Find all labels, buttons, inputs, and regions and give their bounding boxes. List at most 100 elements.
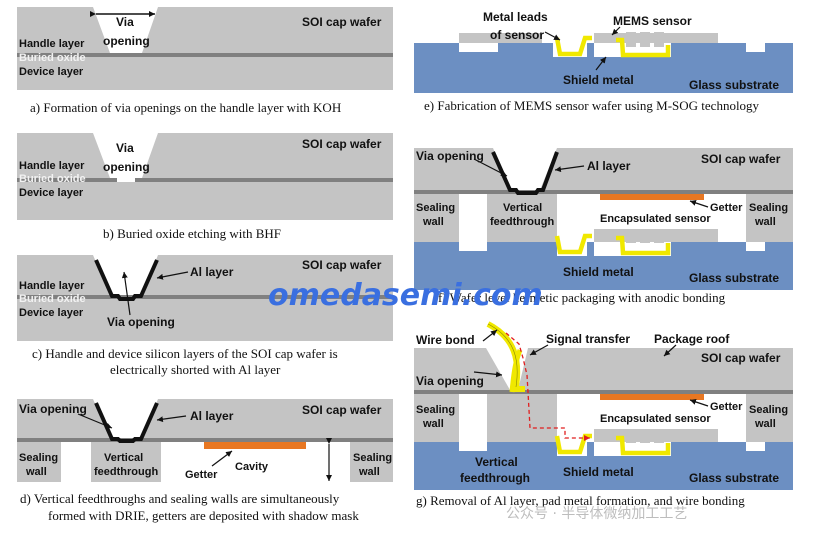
sensor-comb: [640, 229, 650, 243]
feedthrough-label-line1: Vertical: [104, 452, 143, 464]
wafer-label: SOI cap wafer: [701, 152, 781, 166]
encapsulated-sensor-label: Encapsulated sensor: [600, 413, 711, 425]
mems-sensor-label: MEMS sensor: [613, 14, 692, 28]
wafer-label: SOI cap wafer: [302, 137, 382, 151]
sealing-wall-left: [17, 442, 61, 482]
glass-substrate: [414, 242, 793, 290]
al-layer-arrow: [554, 165, 585, 173]
caption-f: f) Wafer level hermetic packaging with a…: [438, 290, 726, 305]
wire-bond-arrow: [482, 329, 498, 342]
encapsulated-sensor-label: Encapsulated sensor: [600, 213, 711, 225]
sealing-wall-right: [350, 442, 393, 482]
glass-substrate-label: Glass substrate: [689, 471, 779, 485]
shield-metal-label: Shield metal: [563, 265, 634, 279]
sealing-wall-right-label-line1: Sealing: [749, 404, 788, 416]
panel-e: Metal leads of sensor MEMS sensor Shield…: [414, 10, 793, 113]
getter-label: Getter: [710, 202, 743, 214]
handle-layer-label: Handle layer: [19, 160, 85, 172]
getter-label: Getter: [185, 469, 218, 481]
via-opening-arrow: [77, 413, 113, 429]
handle-layer: [17, 399, 393, 438]
shield-metal: [616, 37, 671, 58]
sealing-wall-right: [746, 394, 793, 442]
feedthrough-label-line1: Vertical: [503, 202, 542, 214]
glass-substrate: [414, 442, 793, 490]
shield-metal: [616, 435, 671, 456]
feedthrough-label-line1: Vertical: [475, 455, 518, 469]
getter-arrow: [211, 450, 233, 467]
al-layer-arrow: [156, 415, 187, 423]
caption-d-line2: formed with DRIE, getters are deposited …: [48, 508, 359, 523]
device-layer-label: Device layer: [19, 187, 84, 199]
wire-bond-label: Wire bond: [416, 333, 475, 347]
caption-d-line1: d) Vertical feedthroughs and sealing wal…: [20, 491, 340, 506]
via-opening-label: Via opening: [19, 402, 87, 416]
al-layer: [94, 259, 159, 301]
al-layer: [94, 402, 159, 443]
buried-oxide: [135, 178, 393, 182]
panel-a: Via opening Handle layer Buried oxide De…: [17, 7, 393, 115]
wafer-label: SOI cap wafer: [302, 15, 382, 29]
buried-oxide-label: Buried oxide: [19, 52, 86, 64]
via-opening-label-line2: opening: [103, 34, 150, 48]
buried-oxide-label: Buried oxide: [19, 293, 86, 305]
sealing-wall-right-label-line1: Sealing: [353, 452, 392, 464]
caption-c-line2: electrically shorted with Al layer: [110, 362, 281, 377]
caption-e: e) Fabrication of MEMS sensor wafer usin…: [424, 98, 760, 113]
metal-lead-left: [554, 35, 592, 57]
signal-transfer-path: [505, 332, 590, 441]
buried-oxide: [414, 190, 793, 194]
wafer-label: SOI cap wafer: [302, 258, 382, 272]
watermark-subtext: 公众号 · 半导体微纳加工工艺: [506, 506, 687, 522]
sealing-wall-left-label-line1: Sealing: [416, 404, 455, 416]
buried-oxide: [17, 295, 393, 299]
sealing-wall-right: [746, 194, 793, 242]
sealing-wall-right-label-line2: wall: [754, 418, 776, 430]
caption-a: a) Formation of via openings on the hand…: [30, 100, 341, 115]
shield-metal: [616, 235, 671, 256]
sealing-wall-left: [414, 394, 459, 442]
signal-transfer-label: Signal transfer: [546, 332, 630, 346]
getter-arrow: [689, 399, 709, 407]
cavity-label: Cavity: [235, 461, 269, 473]
watermark-text: omedasemi.com: [268, 278, 543, 313]
metal-leads-arrow: [544, 31, 561, 41]
caption-g: g) Removal of Al layer, pad metal format…: [416, 493, 745, 508]
getter-strip: [600, 194, 704, 200]
metal-leads-label-line2: of sensor: [490, 28, 544, 42]
via-opening-arrow: [473, 371, 503, 378]
sealing-wall-left-label-line1: Sealing: [19, 452, 58, 464]
al-layer-label: Al layer: [190, 265, 234, 279]
via-opening-arrow: [473, 158, 508, 177]
handle-layer: [17, 255, 393, 295]
al-layer: [491, 151, 559, 195]
bond-pad: [511, 386, 525, 392]
buried-oxide: [17, 53, 393, 57]
glass-substrate-label: Glass substrate: [689, 78, 779, 92]
shield-metal-label: Shield metal: [563, 73, 634, 87]
feedthrough-label-line2: feedthrough: [94, 466, 158, 478]
getter-strip: [204, 442, 306, 449]
buried-oxide: [17, 178, 117, 182]
handle-layer-label: Handle layer: [19, 38, 85, 50]
caption-c-line1: c) Handle and device silicon layers of t…: [32, 346, 338, 361]
via-opening-label-line2: opening: [103, 160, 150, 174]
vertical-feedthrough: [91, 442, 161, 482]
metal-leads-label-line1: Metal leads: [483, 10, 548, 24]
sealing-wall-right-label-line2: wall: [754, 216, 776, 228]
getter-arrow: [689, 200, 709, 208]
sensor-comb: [654, 229, 664, 243]
sealing-wall-left-label-line2: wall: [25, 466, 47, 478]
package-roof-arrow: [663, 344, 677, 357]
sensor-comb: [640, 32, 650, 47]
device-silicon: [459, 33, 718, 43]
al-layer-arrow: [156, 271, 189, 280]
feedthrough-label-line2: feedthrough: [460, 471, 530, 485]
via-opening-label-line1: Via: [116, 141, 134, 155]
buried-oxide-label: Buried oxide: [19, 173, 86, 185]
panel-g: Wire bond Signal transfer Package roof S…: [414, 321, 793, 508]
mems-sensor-arrow: [611, 26, 621, 36]
sealing-wall-left: [414, 194, 459, 242]
buried-oxide: [17, 438, 393, 442]
